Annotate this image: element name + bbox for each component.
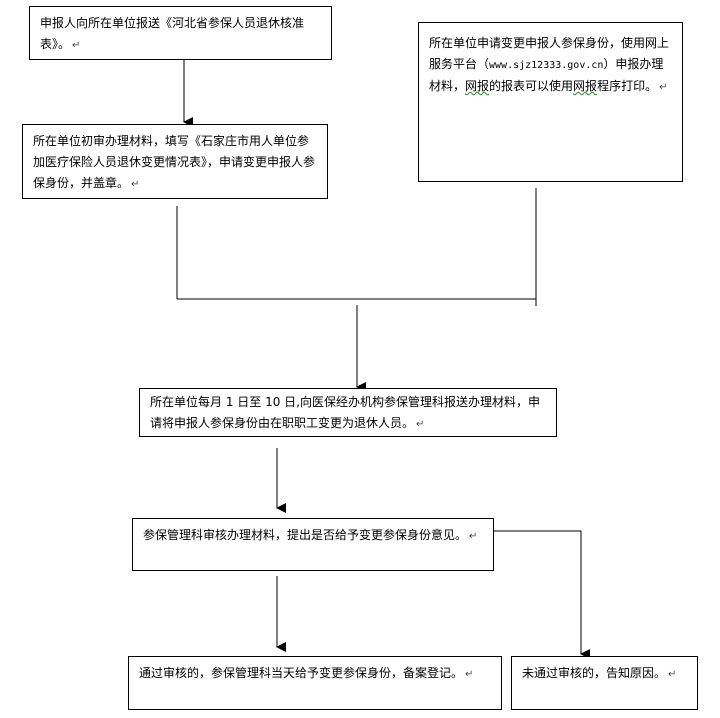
- return-mark-icon: ↵: [465, 669, 474, 680]
- box-management-review: 参保管理科审核办理材料，提出是否给予变更参保身份意见。↵: [132, 518, 494, 571]
- box-approved: 通过审核的，参保管理科当天给予变更参保身份，备案登记。↵: [128, 656, 502, 710]
- box-submit-form-text: 申报人向所在单位报送《河北省参保人员退休核准表》。: [40, 16, 305, 51]
- return-mark-icon: ↵: [659, 82, 668, 93]
- box-unit-review-text: 所在单位初审办理材料，填写《石家庄市用人单位参加医疗保险人员退休变更情况表》，申…: [33, 134, 316, 190]
- box-submit-to-insurance-agency: 所在单位每月 1 日至 10 日,向医保经办机构参保管理科报送办理材料，申请将申…: [139, 388, 557, 437]
- box-online-platform-text-b: ）申报办理材料，: [429, 57, 664, 93]
- wavy-term-1: 网报: [465, 79, 490, 93]
- return-mark-icon: ↵: [131, 179, 140, 190]
- box-approved-text: 通过审核的，参保管理科当天给予变更参保身份，备案登记。: [139, 666, 464, 680]
- box-online-platform-text-d: 程序打印。: [597, 79, 658, 93]
- box-rejected: 未通过审核的，告知原因。↵: [511, 656, 698, 710]
- box-online-platform-text-c: 的报表可以使用: [489, 79, 574, 93]
- arrow-box5-to-box7: [494, 530, 590, 659]
- box-online-platform-text-a: 所在单位申请变更申报人参保身份，使用网上服务平台（: [429, 36, 670, 71]
- return-mark-icon: ↵: [416, 419, 425, 430]
- box-rejected-text: 未通过审核的，告知原因。: [522, 666, 667, 680]
- box-unit-review: 所在单位初审办理材料，填写《石家庄市用人单位参加医疗保险人员退休变更情况表》，申…: [22, 124, 328, 199]
- return-mark-icon: ↵: [668, 669, 677, 680]
- platform-url: www.sjz12333.gov.cn: [489, 60, 604, 71]
- return-mark-icon: ↵: [469, 531, 478, 542]
- box-online-platform: 所在单位申请变更申报人参保身份，使用网上服务平台（www.sjz12333.go…: [418, 22, 683, 182]
- return-mark-icon: ↵: [72, 40, 81, 51]
- box-submit-to-insurance-agency-text: 所在单位每月 1 日至 10 日,向医保经办机构参保管理科报送办理材料，申请将申…: [150, 395, 540, 430]
- wavy-term-2: 网报: [573, 79, 598, 93]
- box-management-review-text: 参保管理科审核办理材料，提出是否给予变更参保身份意见。: [143, 528, 468, 542]
- box-submit-form: 申报人向所在单位报送《河北省参保人员退休核准表》。↵: [29, 6, 332, 60]
